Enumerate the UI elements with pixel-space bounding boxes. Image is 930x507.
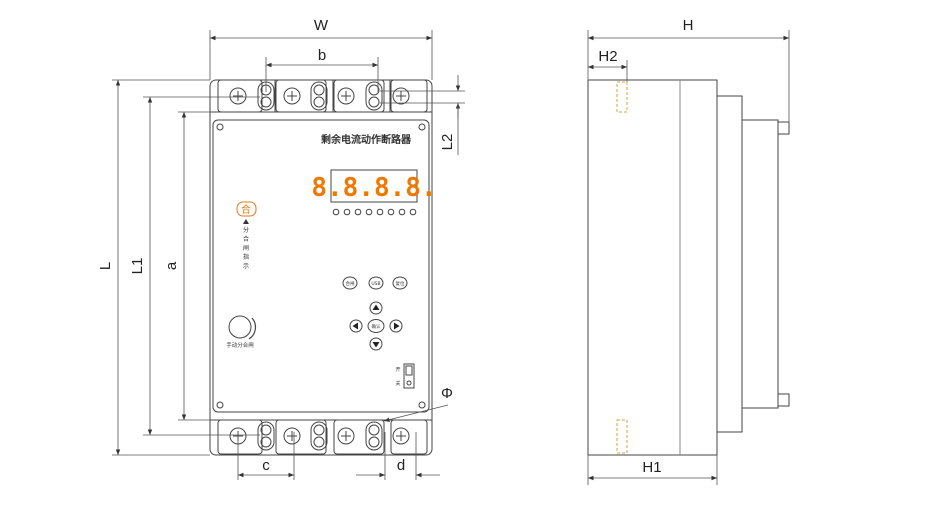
terminal-screw	[229, 87, 247, 105]
indicator-led	[409, 208, 417, 216]
direction-pad: 确认	[349, 301, 403, 351]
close-key-button[interactable]	[342, 276, 358, 290]
terminal-screw	[392, 87, 410, 105]
switch-bottom-label: 关	[395, 380, 400, 387]
manual-label: 手动分合闸	[226, 341, 254, 349]
indicator-label-char: 示	[243, 263, 249, 270]
usb-label: USB	[371, 281, 380, 287]
side-body-outline	[587, 79, 779, 456]
side-view	[587, 79, 790, 456]
hidden-screw-bottom	[616, 419, 628, 454]
indicator-led	[332, 208, 340, 216]
terminal-clamp	[257, 421, 275, 451]
dim-h2-label: H2	[598, 48, 617, 65]
on-off-switch[interactable]	[403, 363, 415, 389]
close-key-label: 合闸	[346, 280, 355, 287]
dim-a-label: a	[163, 261, 180, 270]
terminal-clamp	[365, 421, 383, 451]
dim-l2-label: L2	[439, 134, 456, 151]
dim-phi-label: Φ	[441, 385, 453, 402]
right-arrow-icon	[394, 322, 400, 330]
dim-c-label: c	[262, 457, 270, 474]
panel-title: 剩余电流动作断路器	[321, 133, 412, 146]
front-panel	[212, 119, 430, 413]
terminal-screw	[392, 427, 410, 445]
close-button[interactable]	[236, 201, 257, 217]
dim-b-label: b	[318, 47, 326, 64]
indicator-label-char: 分	[243, 226, 249, 234]
indicator-label-char: 闸	[243, 244, 249, 252]
indicator-label-char: 合	[243, 235, 249, 243]
dim-l1-label: L1	[129, 258, 146, 275]
front-dimension-labels: W b L L1 a L2 Φ c d	[97, 17, 456, 474]
switch-dot	[406, 380, 412, 386]
indicator-led	[343, 208, 351, 216]
dim-d-label: d	[397, 457, 405, 474]
rotate-arrow-icon	[248, 317, 257, 340]
confirm-button[interactable]	[367, 319, 385, 333]
switch-top-label: 开	[395, 367, 400, 373]
indicator-led	[354, 208, 362, 216]
dim-h1-label: H1	[642, 459, 661, 476]
indicator-led	[365, 208, 373, 216]
terminal-clamp	[365, 81, 383, 111]
terminal-screw	[337, 427, 355, 445]
front-view	[209, 79, 433, 456]
down-arrow-icon	[372, 342, 380, 348]
left-arrow-icon	[352, 322, 358, 330]
dim-l-label: L	[97, 262, 114, 270]
button-row: 合闸 USB 复位	[342, 276, 408, 290]
din-clip-top	[777, 121, 790, 135]
led-display-frame	[330, 169, 418, 203]
led-display: 8.8.8.8.	[311, 173, 436, 203]
usb-button[interactable]	[368, 276, 384, 290]
indicator-led	[387, 208, 395, 216]
terminal-clamp	[310, 421, 328, 451]
indicator-led	[398, 208, 406, 216]
top-terminal-block	[217, 79, 428, 113]
terminal-screw	[283, 87, 301, 105]
front-dimensions	[112, 30, 465, 480]
confirm-label: 确认	[372, 323, 381, 330]
up-triangle-icon	[243, 219, 249, 224]
dim-h-label: H	[683, 17, 694, 34]
indicator-led	[376, 208, 384, 216]
side-dimensions	[587, 30, 790, 485]
close-button-label: 合	[241, 203, 251, 216]
hidden-screw-top	[616, 81, 628, 113]
terminal-screw	[337, 87, 355, 105]
bottom-terminal-block	[217, 419, 428, 455]
indicator-label-char: 指	[243, 253, 249, 261]
dim-w-label: W	[314, 17, 329, 34]
terminal-clamp	[310, 81, 328, 111]
terminal-screw	[283, 427, 301, 445]
reset-label: 复位	[396, 280, 405, 287]
up-arrow-icon	[372, 304, 380, 310]
manual-knob[interactable]	[228, 315, 252, 339]
din-clip-bottom	[777, 393, 790, 407]
switch-toggle	[405, 365, 413, 376]
side-dimension-labels: H H2 H1	[598, 17, 693, 476]
reset-button[interactable]	[392, 276, 408, 290]
